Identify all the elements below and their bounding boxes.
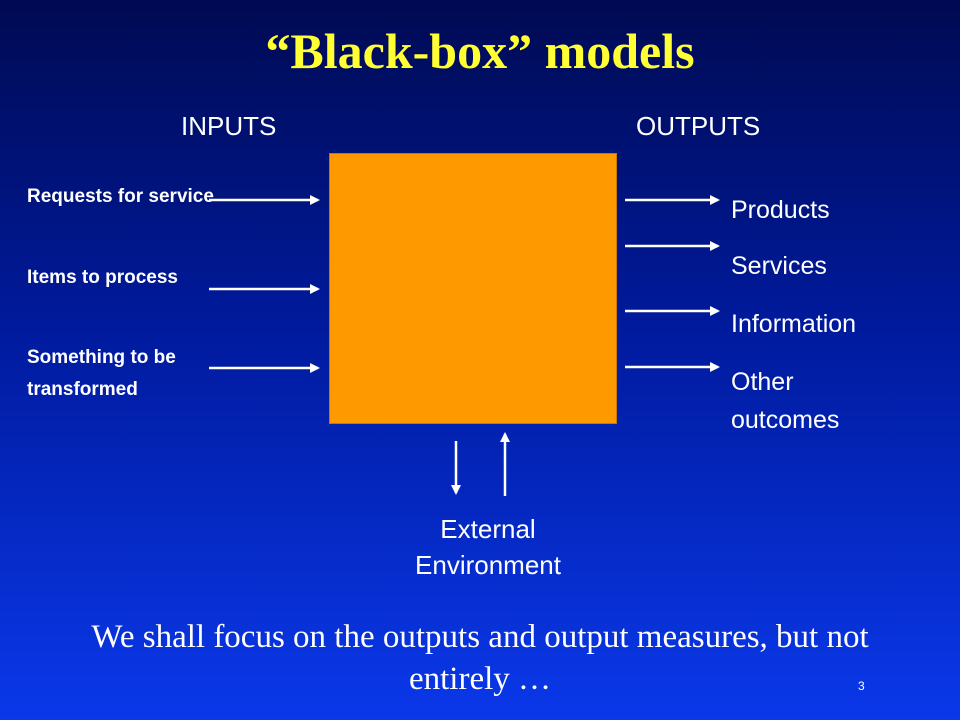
output-item-information: Information: [731, 310, 857, 338]
output-item-other: Other outcomes: [731, 368, 840, 434]
input-item-items: Items to process: [27, 267, 178, 288]
input-item-transform: Something to be transformed: [27, 347, 176, 400]
output-item-services: Services: [731, 252, 827, 280]
output-item-products: Products: [731, 196, 830, 224]
inputs-header: INPUTS: [181, 111, 277, 141]
page-number: 3: [858, 679, 865, 693]
black-box: [329, 153, 617, 424]
external-environment-label: External Environment: [415, 514, 561, 580]
input-item-requests: Requests for service: [27, 186, 214, 207]
bottom-caption: We shall focus on the outputs and output…: [91, 619, 869, 697]
outputs-header: OUTPUTS: [636, 111, 761, 141]
slide-title: “Black-box” models: [265, 23, 695, 79]
